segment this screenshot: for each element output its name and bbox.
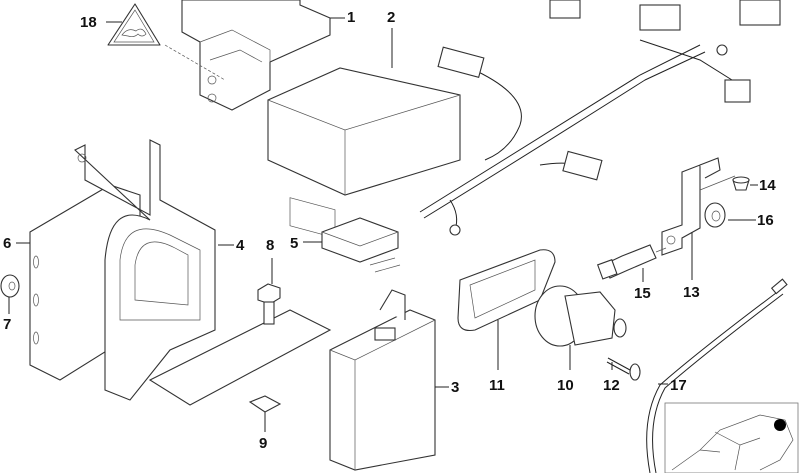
callout-8[interactable]: 8 <box>266 237 275 254</box>
callout-11[interactable]: 11 <box>489 377 505 394</box>
grommet-part <box>0 274 20 298</box>
callout-17[interactable]: 17 <box>670 377 687 394</box>
callout-7[interactable]: 7 <box>3 316 12 333</box>
siren-part <box>534 285 627 347</box>
callout-16[interactable]: 16 <box>757 212 774 229</box>
control-unit-part <box>267 67 461 239</box>
antenna-cable-part <box>646 278 788 473</box>
callout-15[interactable]: 15 <box>634 285 651 302</box>
control-module-part <box>329 289 436 471</box>
callout-9[interactable]: 9 <box>259 435 268 452</box>
hex-bolt-part <box>257 283 281 325</box>
car-location-inset <box>664 402 799 473</box>
screw-part <box>606 357 641 381</box>
callout-3[interactable]: 3 <box>451 379 460 396</box>
bracket-part <box>181 0 331 111</box>
plug-cap-part <box>732 176 750 191</box>
callout-4[interactable]: 4 <box>236 237 245 254</box>
clip-nut-part <box>248 395 282 413</box>
callout-2[interactable]: 2 <box>387 9 396 26</box>
location-marker-icon <box>774 419 786 431</box>
nut-part <box>704 202 726 228</box>
bracket-angle-part <box>661 157 721 256</box>
callout-14[interactable]: 14 <box>759 177 776 194</box>
callout-18[interactable]: 18 <box>80 14 97 31</box>
callout-12[interactable]: 12 <box>603 377 620 394</box>
callout-6[interactable]: 6 <box>3 235 12 252</box>
warning-label-icon <box>107 3 161 46</box>
callout-13[interactable]: 13 <box>683 284 700 301</box>
wiring-harness-part <box>419 0 781 236</box>
switch-sensor-part <box>596 244 657 280</box>
callout-10[interactable]: 10 <box>557 377 574 394</box>
callout-5[interactable]: 5 <box>290 235 299 252</box>
callout-1[interactable]: 1 <box>347 9 356 26</box>
connector-plug-part <box>321 217 401 273</box>
mounting-frame-part <box>74 139 332 406</box>
